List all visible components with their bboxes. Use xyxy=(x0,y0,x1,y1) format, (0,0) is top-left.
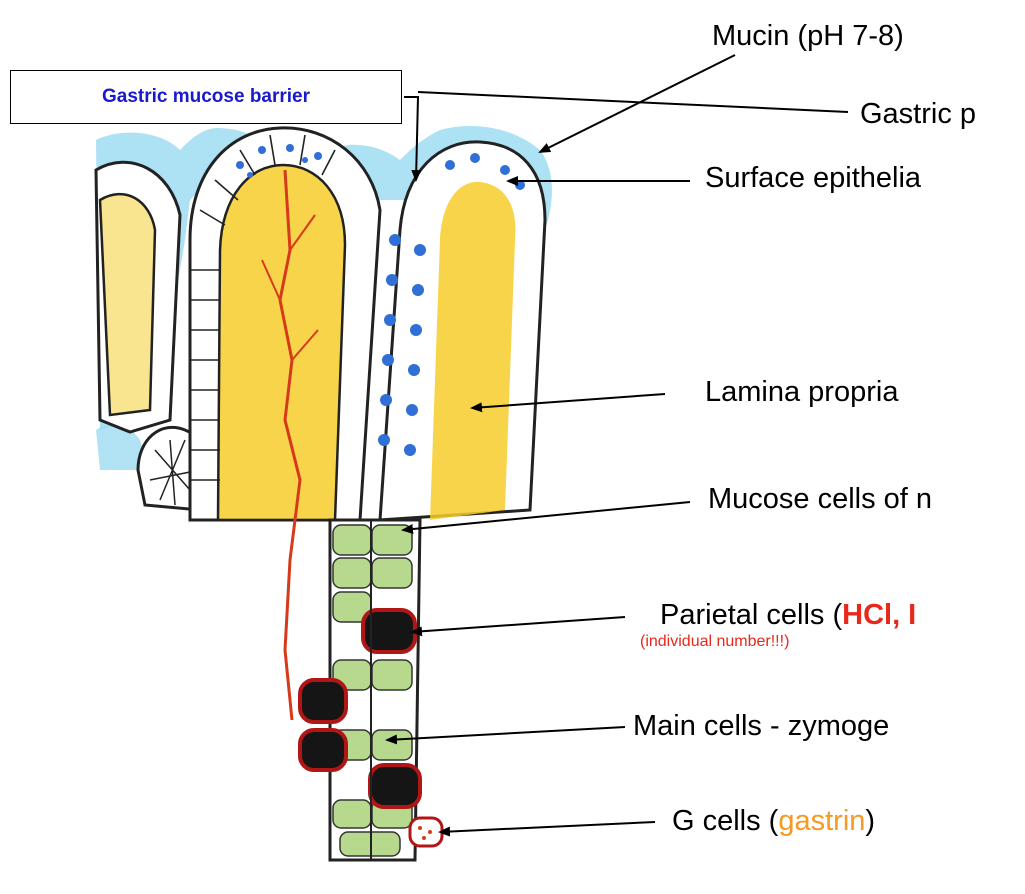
g-cells-prefix: G cells ( xyxy=(672,805,778,837)
gastric-mucose-barrier-label: Gastric mucose barrier xyxy=(102,86,310,108)
left-fold xyxy=(96,162,180,432)
lamina-propria-label: Lamina propria xyxy=(705,378,898,407)
parietal-arrow xyxy=(412,617,625,632)
surface-epithelia-label: Surface epithelia xyxy=(705,164,921,193)
parietal-cells-highlight: HCl, I xyxy=(842,599,916,631)
gland-tube xyxy=(300,520,442,860)
mucin-arrow xyxy=(540,55,735,152)
g-cells-suffix: ) xyxy=(865,805,875,837)
mucin-label: Mucin (pH 7-8) xyxy=(712,22,904,51)
mucose-cells-label: Mucose cells of n xyxy=(708,485,932,514)
g-cells-arrow xyxy=(440,822,655,832)
gastric-mucose-barrier-box: Gastric mucose barrier xyxy=(10,70,402,124)
parietal-cells-prefix: Parietal cells ( xyxy=(660,599,842,631)
barrier-line xyxy=(418,92,848,112)
g-cells-highlight: gastrin xyxy=(778,805,865,837)
parietal-cells-note: (individual number!!!) xyxy=(640,634,789,650)
parietal-cells-label: Parietal cells (HCl, I xyxy=(660,601,916,630)
g-cells-label: G cells (gastrin) xyxy=(672,807,875,836)
gastric-pit-label: Gastric p xyxy=(860,100,976,129)
main-cells-arrow xyxy=(387,727,625,740)
main-cells-label: Main cells - zymoge xyxy=(633,712,889,741)
